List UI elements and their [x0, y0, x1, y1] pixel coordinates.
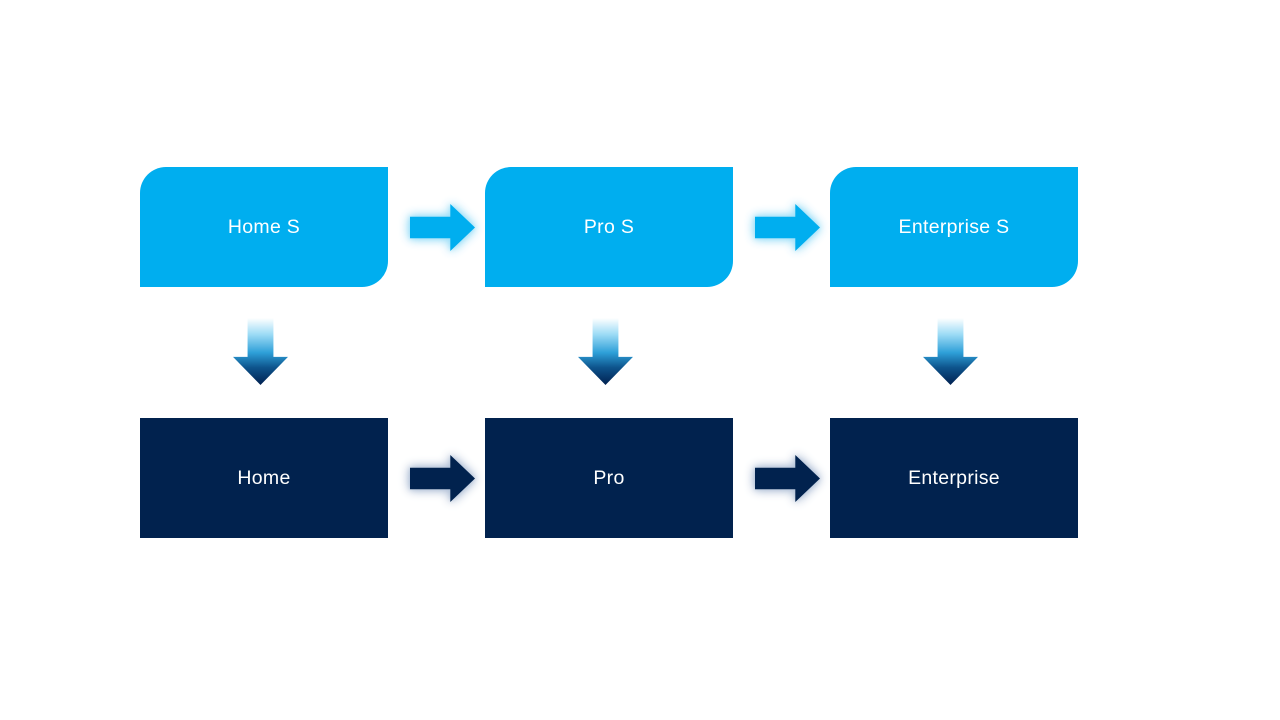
right-arrow-icon	[410, 204, 475, 251]
right-arrow-icon	[410, 455, 475, 502]
box-label: Pro	[593, 466, 625, 489]
box-pro: Pro	[485, 418, 733, 538]
right-arrow-shape	[755, 455, 820, 502]
right-arrow-icon	[755, 455, 820, 502]
right-arrow-shape	[755, 204, 820, 251]
box-home: Home	[140, 418, 388, 538]
right-arrow-shape	[410, 204, 475, 251]
box-enterprise: Enterprise	[830, 418, 1078, 538]
right-arrow-shape	[410, 455, 475, 502]
box-pro-s: Pro S	[485, 167, 733, 287]
box-enterprise-s: Enterprise S	[830, 167, 1078, 287]
box-label: Enterprise	[908, 466, 1000, 489]
down-arrow-icon	[233, 318, 288, 385]
down-arrow-icon	[578, 318, 633, 385]
right-arrow-icon	[755, 204, 820, 251]
box-label: Pro S	[583, 215, 635, 238]
box-label: Enterprise S	[898, 215, 1010, 238]
box-home-s: Home S	[140, 167, 388, 287]
box-label: Home S	[227, 215, 301, 238]
down-arrow-icon	[923, 318, 978, 385]
box-label: Home	[237, 466, 291, 489]
